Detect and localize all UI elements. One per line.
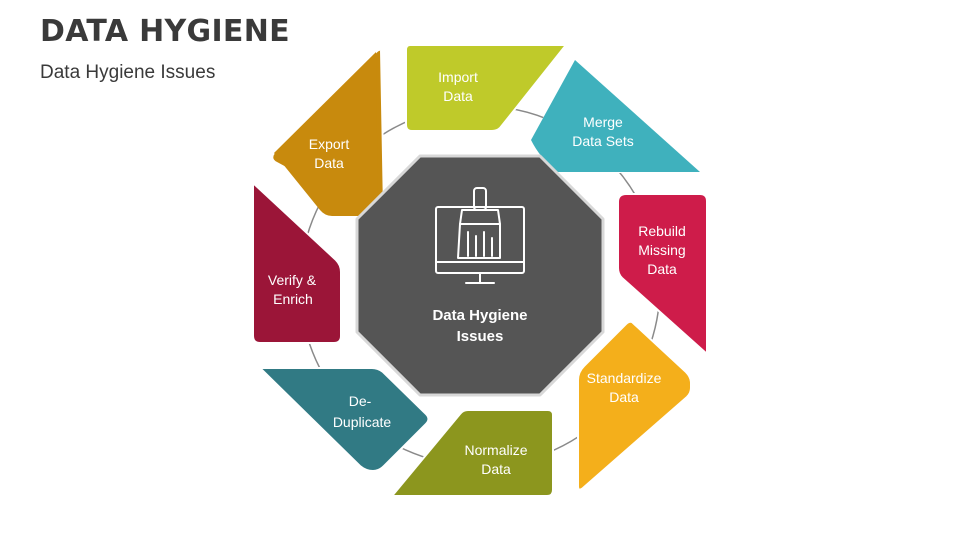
step-label-line2: Missing (638, 242, 685, 258)
step-rebuild-missing-data: Rebuild Missing Data (617, 193, 708, 357)
center-hub: Data Hygiene Issues (355, 154, 605, 397)
step-shape (577, 320, 692, 491)
step-label-line2: Data Sets (572, 133, 633, 149)
step-export-data: Export Data (271, 48, 386, 218)
step-shape (257, 367, 430, 473)
step-shape (405, 44, 569, 132)
step-label-line2: Data (481, 461, 511, 477)
step-label-line1: Rebuild (638, 223, 685, 239)
step-label-line1: Import (438, 69, 478, 85)
monitor-brush-icon (435, 187, 525, 284)
step-label-line1: Normalize (464, 442, 527, 458)
step-de-duplicate: De- Duplicate (257, 367, 430, 473)
step-label-line2: Data (314, 155, 344, 171)
step-import-data: Import Data (405, 44, 569, 132)
step-shape (389, 409, 554, 497)
step-label-line1: Standardize (587, 370, 662, 386)
step-label-line2: Enrich (273, 291, 313, 307)
step-verify-enrich: Verify & Enrich (252, 180, 342, 344)
step-normalize-data: Normalize Data (389, 409, 554, 497)
center-label-line1: Data Hygiene (432, 307, 527, 324)
step-shape-tail (274, 52, 378, 216)
step-shape-tail (531, 60, 700, 172)
step-label-line1: De- (349, 393, 372, 409)
step-label-line1: Export (309, 136, 350, 152)
step-label-line1: Merge (583, 114, 623, 130)
step-shape (252, 180, 342, 344)
step-label-line2: Duplicate (333, 414, 392, 430)
step-standardize-data: Standardize Data (577, 320, 692, 491)
step-label-line2: Data (443, 88, 473, 104)
step-label-line3: Data (647, 261, 677, 277)
page-title: DATA HYGIENE (40, 14, 290, 49)
step-shape (617, 193, 708, 357)
page-subtitle: Data Hygiene Issues (40, 62, 216, 83)
step-merge-data-sets: Merge Data Sets (531, 58, 700, 173)
center-label-line2: Issues (457, 328, 504, 345)
step-label-line2: Data (609, 389, 639, 405)
step-label-line1: Verify & (268, 272, 317, 288)
